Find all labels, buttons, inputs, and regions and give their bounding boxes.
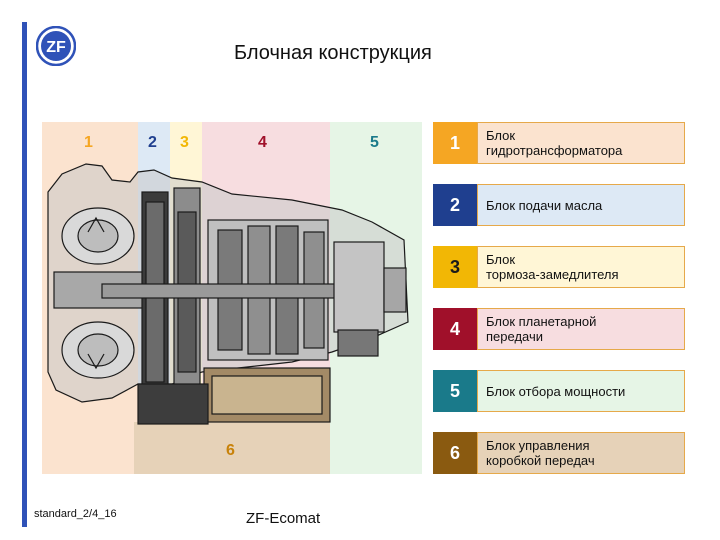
legend-item-4: 4 Блок планетарной передачи (433, 308, 685, 350)
legend-label-5: Блок отбора мощности (477, 370, 685, 412)
legend-number-5: 5 (433, 370, 477, 412)
footer-code: standard_2/4_16 (34, 508, 117, 520)
zone-6-number: 6 (226, 442, 235, 459)
transmission-cross-section (47, 163, 409, 425)
zone-1-number: 1 (84, 134, 93, 151)
footer-product-name: ZF-Ecomat (246, 510, 321, 527)
legend-label-3: Блок тормоза-замедлителя (477, 246, 685, 288)
zone-6-bg (134, 422, 330, 474)
legend-item-2: 2 Блок подачи масла (433, 184, 685, 226)
legend-item-1: 1 Блок гидротрансформатора (433, 122, 685, 164)
zone-3-number: 3 (180, 134, 189, 151)
legend-label-6: Блок управления коробкой передач (477, 432, 685, 474)
legend-number-1: 1 (433, 122, 477, 164)
legend-label-1: Блок гидротрансформатора (477, 122, 685, 164)
zone-5-number: 5 (370, 134, 379, 151)
zone-4-number: 4 (258, 134, 267, 151)
legend-number-2: 2 (433, 184, 477, 226)
zf-logo: ZF (36, 26, 76, 66)
legend-label-4: Блок планетарной передачи (477, 308, 685, 350)
transmission-diagram: 1 2 3 4 5 6 (42, 122, 422, 474)
legend-number-6: 6 (433, 432, 477, 474)
legend-label-2: Блок подачи масла (477, 184, 685, 226)
legend-item-5: 5 Блок отбора мощности (433, 370, 685, 412)
zone-2-number: 2 (148, 134, 157, 151)
accent-bar (22, 22, 27, 527)
legend-number-4: 4 (433, 308, 477, 350)
legend-item-6: 6 Блок управления коробкой передач (433, 432, 685, 474)
page-title: Блочная конструкция (234, 42, 432, 64)
logo-text: ZF (46, 39, 66, 56)
legend-item-3: 3 Блок тормоза-замедлителя (433, 246, 685, 288)
legend-number-3: 3 (433, 246, 477, 288)
